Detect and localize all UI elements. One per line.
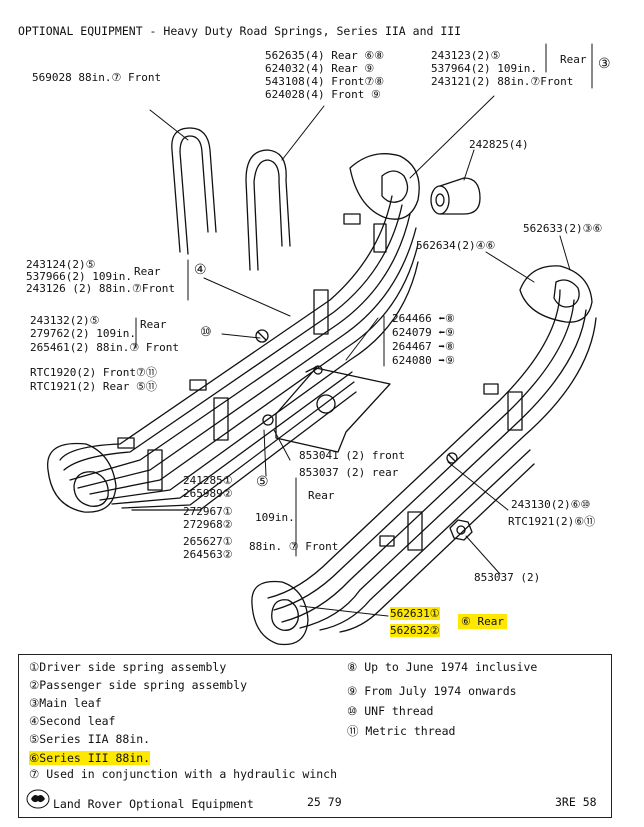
- label-thread-ref: ⑩: [200, 325, 212, 340]
- label-spring-a-side: Rear: [140, 318, 167, 331]
- label-assembly-1: 265989②: [183, 487, 233, 500]
- label-right-0: 243130(2)⑥⑩: [511, 498, 591, 511]
- label-spring-a-2: 265461(2) 88in.⑦ Front: [30, 341, 179, 354]
- label-assembly-88: 88in. ⑦ Front: [249, 540, 339, 553]
- bush: [430, 177, 481, 215]
- label-main-leaf-2: 243121(2) 88in.⑦Front: [431, 75, 574, 88]
- label-plate-front: 853041 (2) front: [299, 449, 405, 462]
- legend-item-1: ①Driver side spring assembly: [29, 660, 227, 674]
- label-bolt-2: 264467 ➡⑧: [392, 340, 455, 353]
- label-main-leaf-0: 243123(2)⑤: [431, 49, 501, 62]
- label-plate-rear: 853037 (2) rear: [299, 466, 399, 479]
- label-second-leaf-ref: ④: [194, 262, 207, 278]
- leader-lines: [135, 43, 593, 617]
- label-uclamp-0: 562635(4) Rear ⑥⑧: [265, 49, 385, 62]
- label-rtc-rear: RTC1921(2) Rear ⑤⑪: [30, 380, 157, 393]
- left-spring-stack: [47, 153, 420, 513]
- label-bush: 242825(4): [469, 138, 529, 151]
- legend-item-8: ⑧ Up to June 1974 inclusive: [347, 660, 538, 674]
- label-second-leaf-side: Rear: [134, 265, 161, 278]
- nut: [449, 519, 473, 541]
- label-rtc-front: RTC1920(2) Front⑦⑪: [30, 366, 157, 379]
- highlight-part-0: 562631①: [390, 607, 440, 620]
- legend-item-3: ③Main leaf: [29, 696, 102, 710]
- label-bolt-1: 624079 ⬅⑨: [392, 326, 455, 339]
- land-rover-logo-icon: [26, 789, 50, 809]
- legend-item-4: ④Second leaf: [29, 714, 116, 728]
- label-uclamp-1: 624032(4) Rear ⑨: [265, 62, 375, 75]
- page-title: OPTIONAL EQUIPMENT - Heavy Duty Road Spr…: [18, 24, 462, 38]
- highlight-part-1: 562632②: [390, 624, 440, 637]
- legend-item-11: ⑪ Metric thread: [347, 724, 456, 738]
- u-clamp-front: [171, 127, 217, 255]
- footer-brand: Land Rover Optional Equipment: [53, 797, 254, 811]
- label-nut: 853037 (2): [474, 571, 541, 584]
- legend-item-10: ⑩ UNF thread: [347, 704, 434, 718]
- label-second-leaf-2: 243126 (2) 88in.⑦Front: [26, 282, 175, 295]
- label-main-leaf-side: Rear: [560, 53, 587, 66]
- label-spring-a-0: 243132(2)⑤: [30, 314, 100, 327]
- label-bolt-3: 624080 ➡⑨: [392, 354, 455, 367]
- label-right-1: RTC1921(2)⑥⑪: [508, 515, 596, 528]
- legend: ①Driver side spring assembly ②Passenger …: [18, 654, 612, 818]
- legend-item-2: ②Passenger side spring assembly: [29, 678, 248, 692]
- label-rear-eye-a: 562633(2)③⑥: [523, 222, 603, 235]
- legend-item-9: ⑨ From July 1974 onwards: [347, 684, 517, 698]
- u-clamp-rear: [245, 149, 291, 271]
- label-main-leaf-ref: ③: [598, 56, 611, 72]
- highlight-rear: ⑥ Rear: [458, 614, 507, 629]
- label-assembly-ref: ⑤: [256, 474, 269, 490]
- label-bolt-0: 264466 ⬅⑧: [392, 312, 455, 325]
- label-assembly-2: 272967①: [183, 505, 233, 518]
- label-assembly-5: 264563②: [183, 548, 233, 561]
- legend-item-7: ⑦ Used in conjunction with a hydraulic w…: [29, 767, 338, 781]
- right-spring-stack: [251, 265, 597, 646]
- seat-plate: [262, 365, 391, 453]
- label-second-leaf-1: 537966(2) 109in.: [26, 270, 132, 283]
- footer-page: 25 79: [307, 795, 342, 809]
- label-spring-a-1: 279762(2) 109in.: [30, 327, 136, 340]
- label-assembly-4: 265627①: [183, 535, 233, 548]
- label-rear-eye-b: 562634(2)④⑥: [416, 239, 496, 252]
- legend-item-6: ⑥Series III 88in.: [29, 751, 151, 765]
- footer-ref: 3RE 58: [555, 795, 597, 809]
- label-uclamp-front: 569028 88in.⑦ Front: [32, 71, 162, 84]
- legend-item-5: ⑤Series IIA 88in.: [29, 732, 151, 746]
- label-main-leaf-1: 537964(2) 109in.: [431, 62, 537, 75]
- label-second-leaf-0: 243124(2)⑤: [26, 258, 96, 271]
- label-assembly-0: 241285①: [183, 474, 233, 487]
- label-uclamp-3: 624028(4) Front ⑨: [265, 88, 381, 101]
- label-assembly-3: 272968②: [183, 518, 233, 531]
- label-uclamp-2: 543108(4) Front⑦⑧: [265, 75, 385, 88]
- label-assembly-109: 109in.: [255, 511, 295, 524]
- label-assembly-rear: Rear: [308, 489, 335, 502]
